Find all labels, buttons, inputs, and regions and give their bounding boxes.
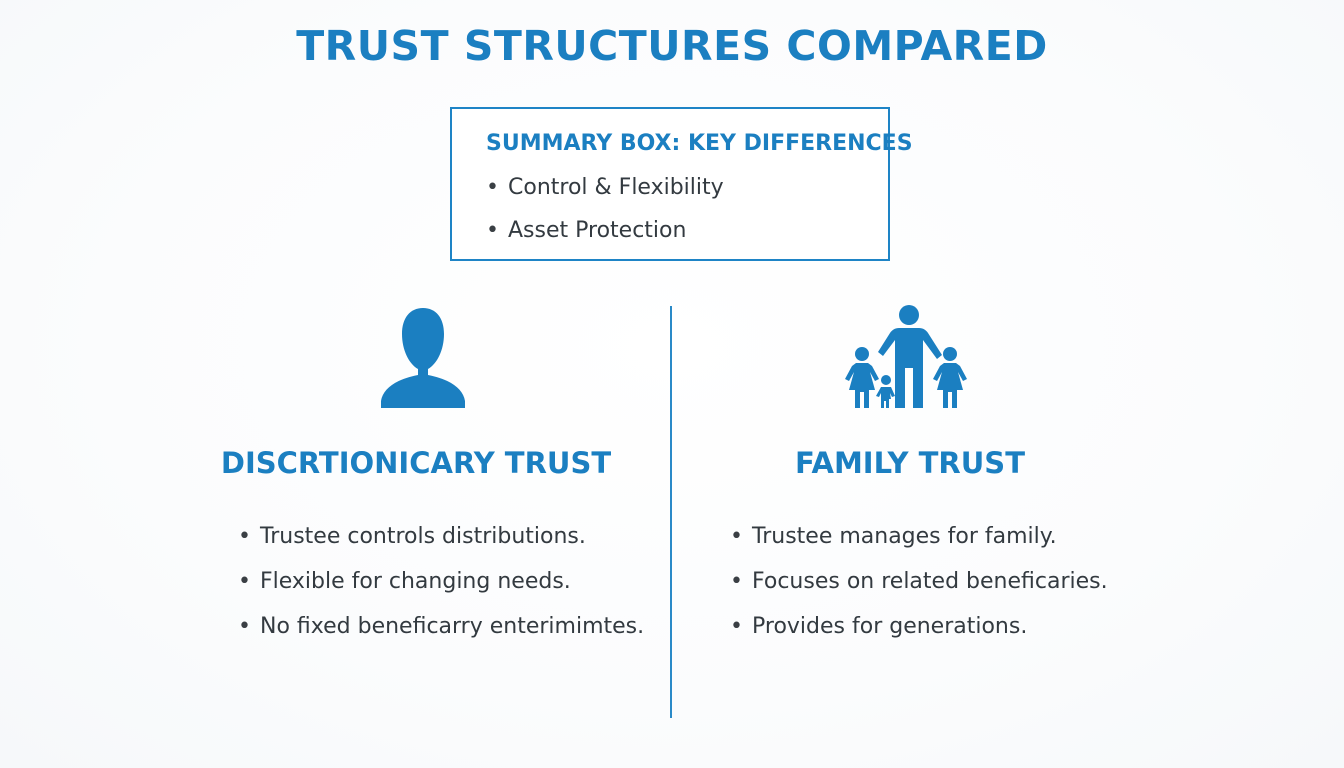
bullet-icon: • xyxy=(238,569,251,594)
bullet-icon: • xyxy=(486,175,499,200)
discretionary-trust-list: • Trustee controls distributions. • Flex… xyxy=(238,522,644,657)
bullet-icon: • xyxy=(238,614,251,639)
page-title: TRUST STRUCTURES COMPARED xyxy=(296,22,1048,70)
summary-item-text: Control & Flexibility xyxy=(508,175,724,200)
list-item-text: Trustee manages for family. xyxy=(752,524,1057,549)
list-item: • Focuses on related beneficaries. xyxy=(730,567,1108,612)
list-item: • No fixed beneficarry enterimimtes. xyxy=(238,612,644,657)
family-trust-heading: FAMILY TRUST xyxy=(795,446,1025,480)
list-item-text: Provides for generations. xyxy=(752,614,1028,639)
list-item-text: Focuses on related beneficaries. xyxy=(752,569,1108,594)
person-icon xyxy=(381,308,465,408)
summary-list: • Control & Flexibility • Asset Protecti… xyxy=(486,173,724,259)
list-item: • Flexible for changing needs. xyxy=(238,567,644,612)
discretionary-trust-heading: DISCRTIONICARY TRUST xyxy=(220,446,612,480)
family-trust-list: • Trustee manages for family. • Focuses … xyxy=(730,522,1108,657)
list-item: • Provides for generations. xyxy=(730,612,1108,657)
bullet-icon: • xyxy=(730,524,743,549)
bullet-icon: • xyxy=(730,614,743,639)
bullet-icon: • xyxy=(238,524,251,549)
list-item-text: No fixed beneficarry enterimimtes. xyxy=(260,614,645,639)
column-divider xyxy=(670,306,672,718)
list-item: • Trustee controls distributions. xyxy=(238,522,644,567)
summary-item: • Control & Flexibility xyxy=(486,173,724,216)
bullet-icon: • xyxy=(730,569,743,594)
list-item-text: Flexible for changing needs. xyxy=(260,569,571,594)
summary-box: SUMMARY BOX: KEY DIFFERENCES • Control &… xyxy=(450,107,913,261)
list-item-text: Trustee controls distributions. xyxy=(260,524,586,549)
summary-heading: SUMMARY BOX: KEY DIFFERENCES xyxy=(486,131,913,156)
bullet-icon: • xyxy=(486,218,499,243)
summary-item-text: Asset Protection xyxy=(508,218,687,243)
summary-item: • Asset Protection xyxy=(486,216,724,259)
list-item: • Trustee manages for family. xyxy=(730,522,1108,567)
family-icon xyxy=(845,305,967,408)
